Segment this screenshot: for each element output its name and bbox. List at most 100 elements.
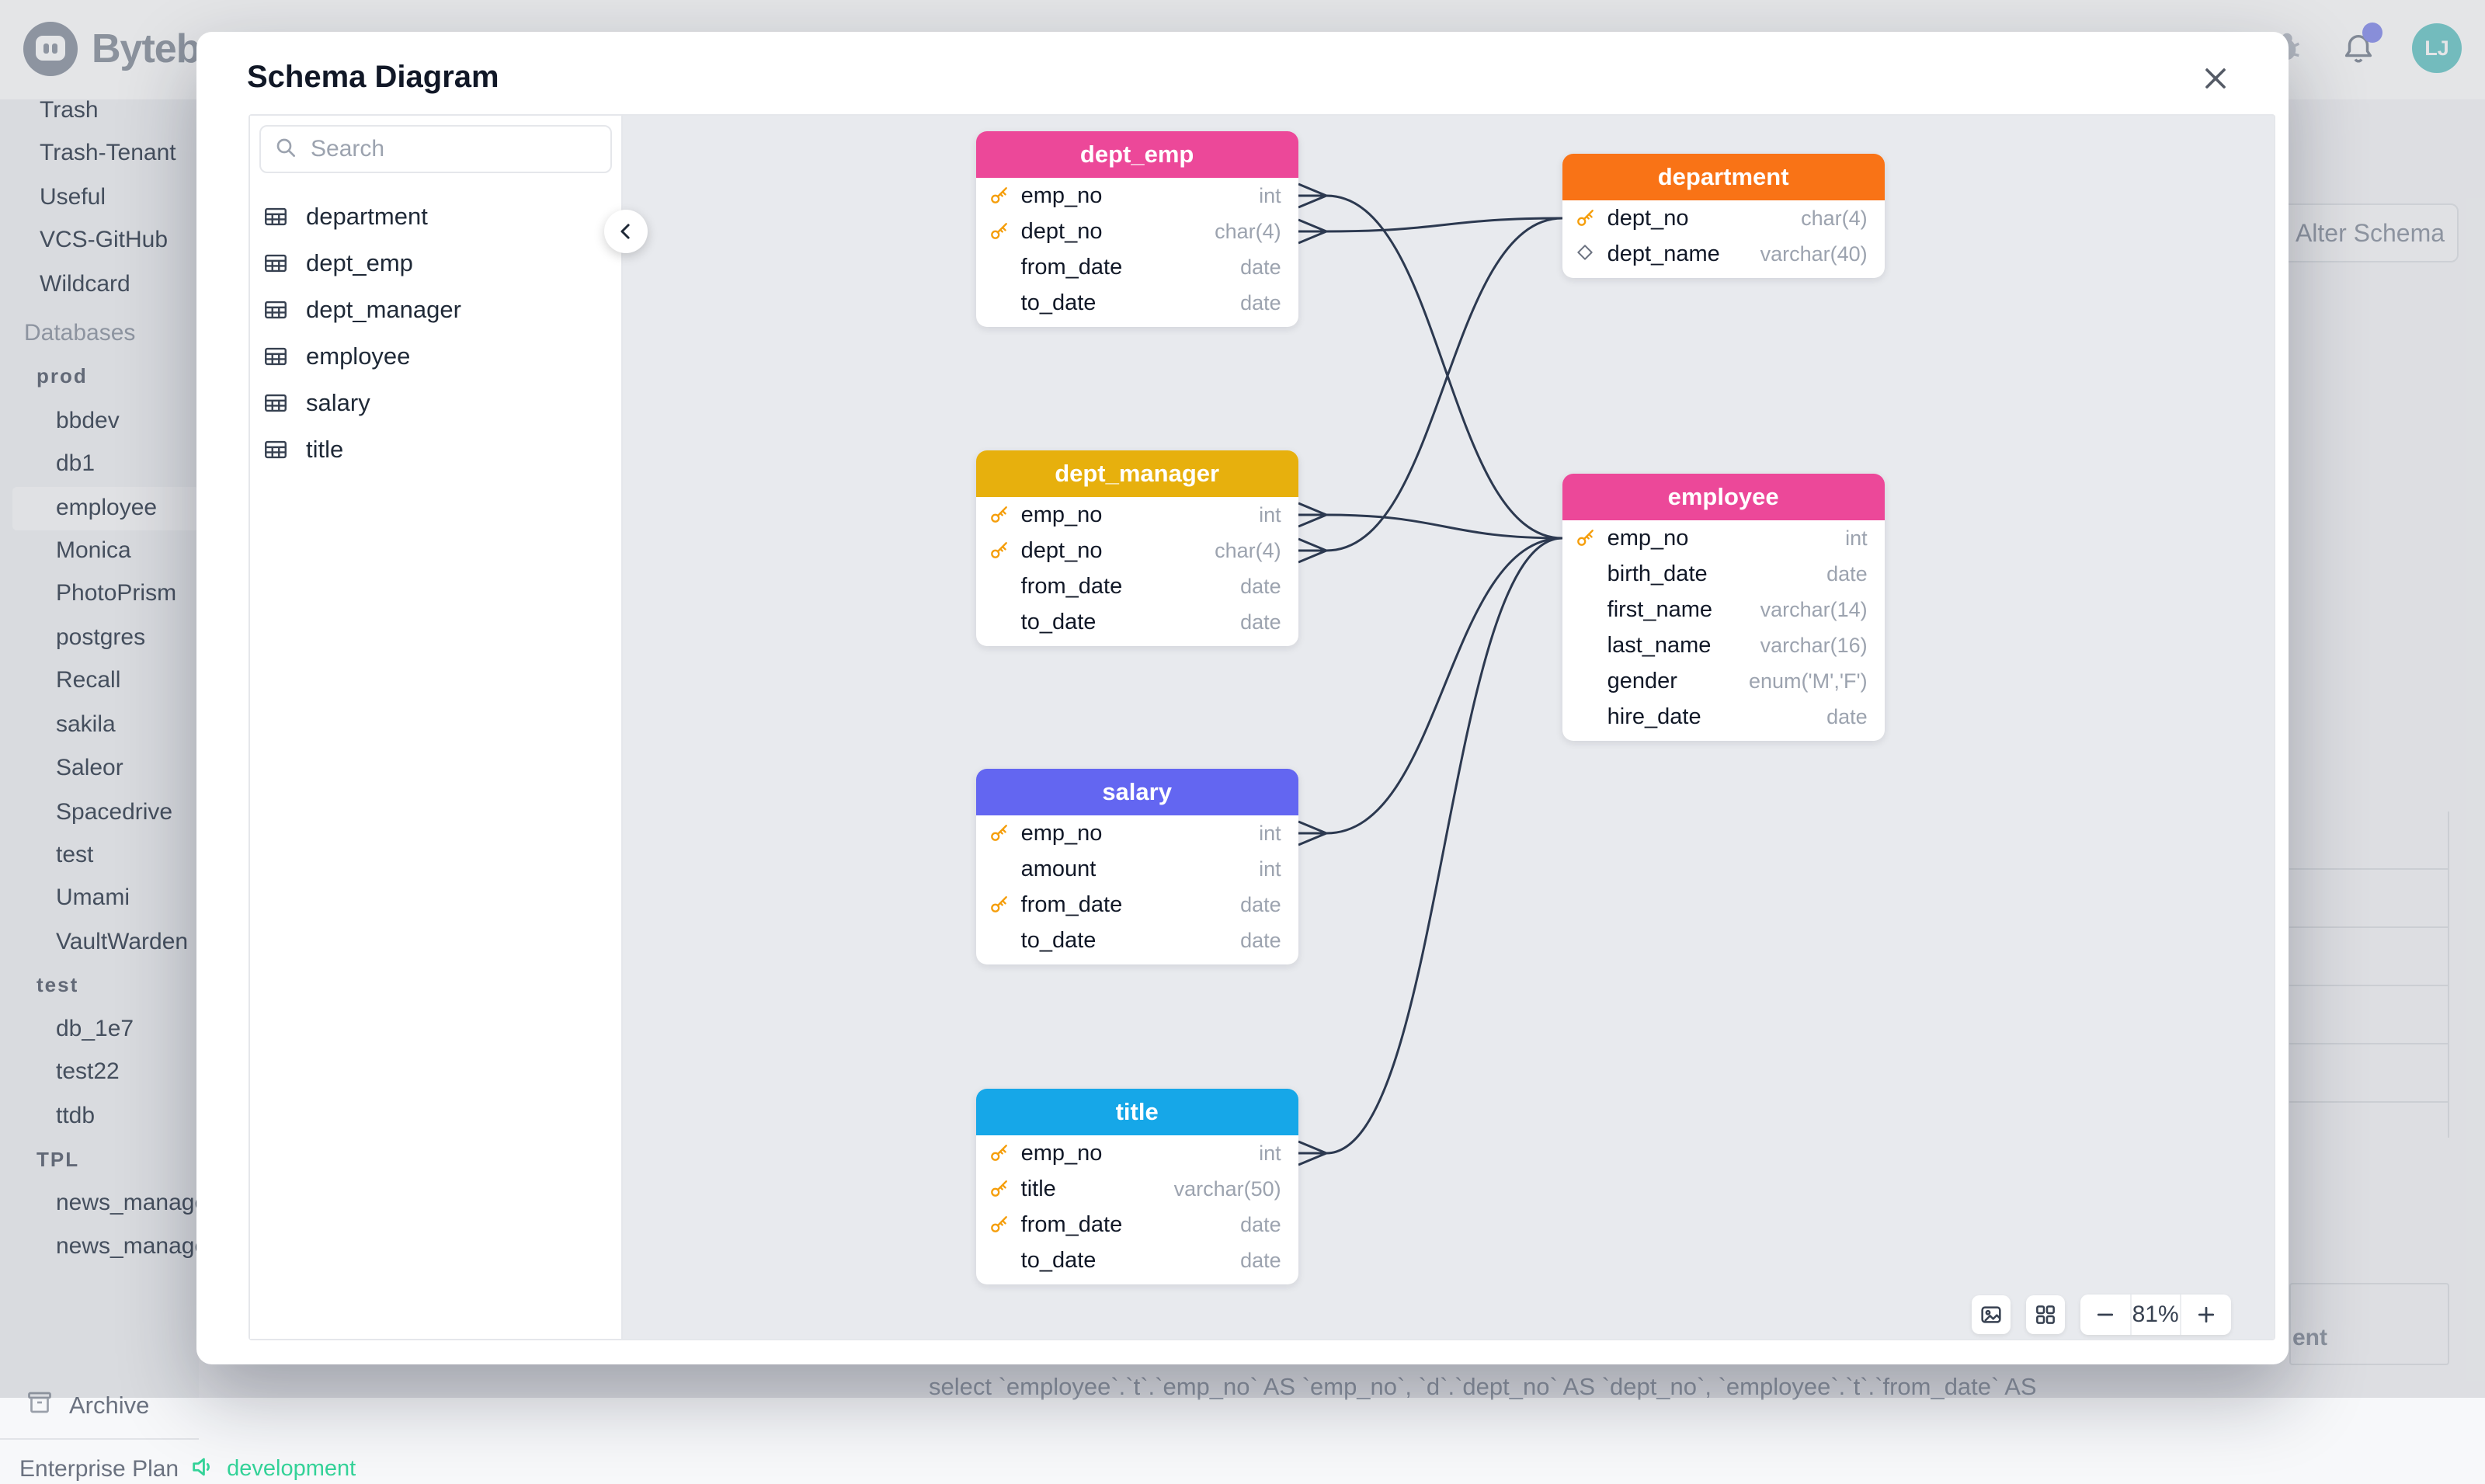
column-type: enum('M','F') [1749,669,1868,693]
column-name: dept_name [1607,241,1720,266]
sidebar-item-prod: prod [36,364,88,388]
schema-diagram-modal: Schema Diagram departmentdept_empdept_ma… [196,32,2289,1364]
sidebar-item-sakila[interactable]: sakila [56,711,116,737]
sidebar-item-photoprism[interactable]: PhotoPrism [56,580,177,606]
column-type: char(4) [1215,219,1281,243]
table-list-label: employee [306,342,411,370]
sidebar-item-bbdev[interactable]: bbdev [56,408,120,433]
sidebar-item-test[interactable]: test [56,842,94,867]
sidebar-item-trash[interactable]: Trash [40,97,99,123]
column-row-from_date: from_date date [976,887,1298,923]
primary-key-icon [990,542,1007,558]
sidebar-item-test22[interactable]: test22 [56,1058,120,1084]
table-list-item-title[interactable]: title [259,426,612,473]
sidebar-item-news-manage[interactable]: news_manage [56,1190,208,1215]
primary-key-icon [990,506,1007,523]
column-name: emp_no [1020,182,1103,208]
notification-dot [2362,23,2382,43]
table-list-item-dept_manager[interactable]: dept_manager [259,287,612,333]
sidebar-item-db1[interactable]: db1 [56,450,96,476]
table-icon [265,254,287,273]
column-name: dept_no [1607,205,1689,231]
auto-layout-grid-button[interactable] [2025,1295,2065,1334]
column-type: date [1826,704,1868,728]
sidebar-item-trash-tenant[interactable]: Trash-Tenant [40,140,176,165]
table-list-item-salary[interactable]: salary [259,380,612,426]
index-diamond-icon [1576,245,1593,260]
sidebar-item-umami[interactable]: Umami [56,884,130,910]
export-image-button[interactable] [1971,1295,2011,1334]
table-header: dept_emp [975,131,1298,178]
sidebar-item-ttdb[interactable]: ttdb [56,1103,96,1128]
column-name: emp_no [1607,525,1689,551]
column-name: hire_date [1607,704,1701,729]
zoom-in-button[interactable] [2181,1295,2231,1335]
column-type: varchar(40) [1760,242,1868,266]
alter-schema-button[interactable]: Alter Schema [2282,203,2459,262]
table-icon [265,440,287,459]
sidebar-item-employee[interactable]: employee [56,495,158,520]
column-row-emp_no: emp_no int [1562,520,1885,556]
column-type: int [1845,526,1868,550]
column-row-dept_name: dept_name varchar(40) [1562,236,1885,272]
primary-key-icon [990,896,1007,912]
table-list-label: salary [306,389,370,416]
sidebar-item-postgres[interactable]: postgres [56,624,146,650]
table-icon [265,394,287,412]
primary-key-icon [990,223,1007,239]
column-name: from_date [1020,891,1123,917]
sidebar-item-recall[interactable]: Recall [56,667,121,693]
table-list-item-department[interactable]: department [259,193,612,240]
column-type: date [1240,892,1281,916]
sidebar-item-useful[interactable]: Useful [40,184,106,210]
sidebar-item-databases: Databases [24,320,136,346]
search-input[interactable] [309,135,598,163]
search-box[interactable] [259,125,612,173]
primary-key-icon [1576,530,1594,546]
column-type: int [1259,1141,1281,1165]
background-panel [2289,1283,2449,1365]
close-icon[interactable] [2197,60,2234,97]
sidebar-item-tpl: TPL [36,1148,80,1171]
collapse-panel-button[interactable] [604,210,648,253]
sidebar-item-test: test [36,973,79,996]
sidebar-item-vcs-github[interactable]: VCS-GitHub [40,227,169,252]
avatar[interactable]: LJ [2412,23,2462,73]
sidebar-item-db-1e7[interactable]: db_1e7 [56,1016,134,1041]
relationship-edges [1298,182,1562,1166]
column-name: from_date [1020,254,1123,280]
column-name: last_name [1607,632,1712,658]
primary-key-icon [990,187,1007,203]
notifications-bell-icon[interactable] [2341,23,2382,66]
sidebar-item-wildcard[interactable]: Wildcard [40,271,130,297]
column-type: int [1259,857,1281,881]
modal-title: Schema Diagram [247,60,499,94]
table-list-item-employee[interactable]: employee [259,333,612,380]
sidebar-item-monica[interactable]: Monica [56,537,131,563]
table-list-item-dept_emp[interactable]: dept_emp [259,240,612,287]
zoom-out-button[interactable] [2080,1295,2130,1335]
sidebar-item-spacedrive[interactable]: Spacedrive [56,799,173,825]
sidebar-item-vaultwarden[interactable]: VaultWarden [56,929,189,954]
column-name: to_date [1020,290,1097,315]
table-icon [265,347,287,366]
sidebar-item-saleor[interactable]: Saleor [56,755,123,780]
column-name: gender [1607,668,1677,693]
sidebar-item-news-manage[interactable]: news_manage [56,1233,208,1259]
